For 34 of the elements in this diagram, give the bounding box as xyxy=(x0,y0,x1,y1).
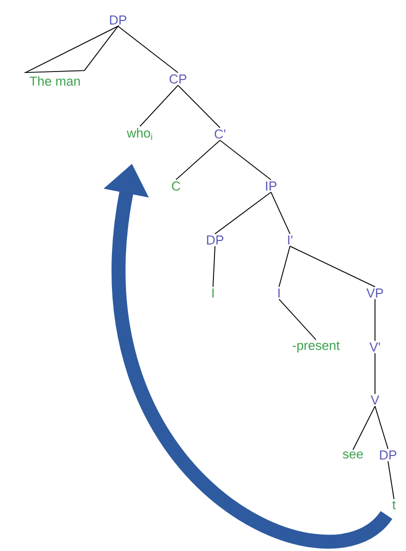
tree-branch xyxy=(278,298,316,340)
tree-branch xyxy=(374,406,388,450)
tree-branch xyxy=(220,140,272,180)
word-label: The man xyxy=(30,76,80,86)
category-label: V' xyxy=(369,342,380,352)
category-label: I xyxy=(278,288,280,298)
tree-branch xyxy=(290,246,376,288)
tree-branch xyxy=(118,26,178,74)
category-label: DP xyxy=(110,16,126,24)
tree-branch xyxy=(374,298,376,342)
tree-branch xyxy=(178,84,220,128)
word-label: I xyxy=(212,288,214,298)
category-label: DP xyxy=(380,450,396,460)
tree-branch xyxy=(212,246,216,288)
word-label: -present xyxy=(292,341,340,353)
tree-branch xyxy=(278,246,290,288)
word-label: t xyxy=(392,500,396,510)
category-label: C' xyxy=(214,129,226,139)
category-label: V xyxy=(370,396,380,404)
category-label: CP xyxy=(170,74,186,84)
tree-branch xyxy=(140,84,178,127)
category-label: VP xyxy=(366,288,383,298)
category-label: IP xyxy=(266,182,276,190)
category-label: I' xyxy=(288,236,292,244)
category-label: DP xyxy=(207,236,224,244)
tree-branch xyxy=(176,140,220,180)
tree-branch xyxy=(214,192,272,234)
word-label: C xyxy=(172,181,180,191)
word-label: see xyxy=(342,451,363,459)
word-label: who$_{i}$ xyxy=(126,128,152,140)
tree-branch xyxy=(374,352,376,394)
tree-branch xyxy=(388,460,394,500)
tree-branch xyxy=(270,192,290,234)
tree-branch xyxy=(352,406,376,450)
